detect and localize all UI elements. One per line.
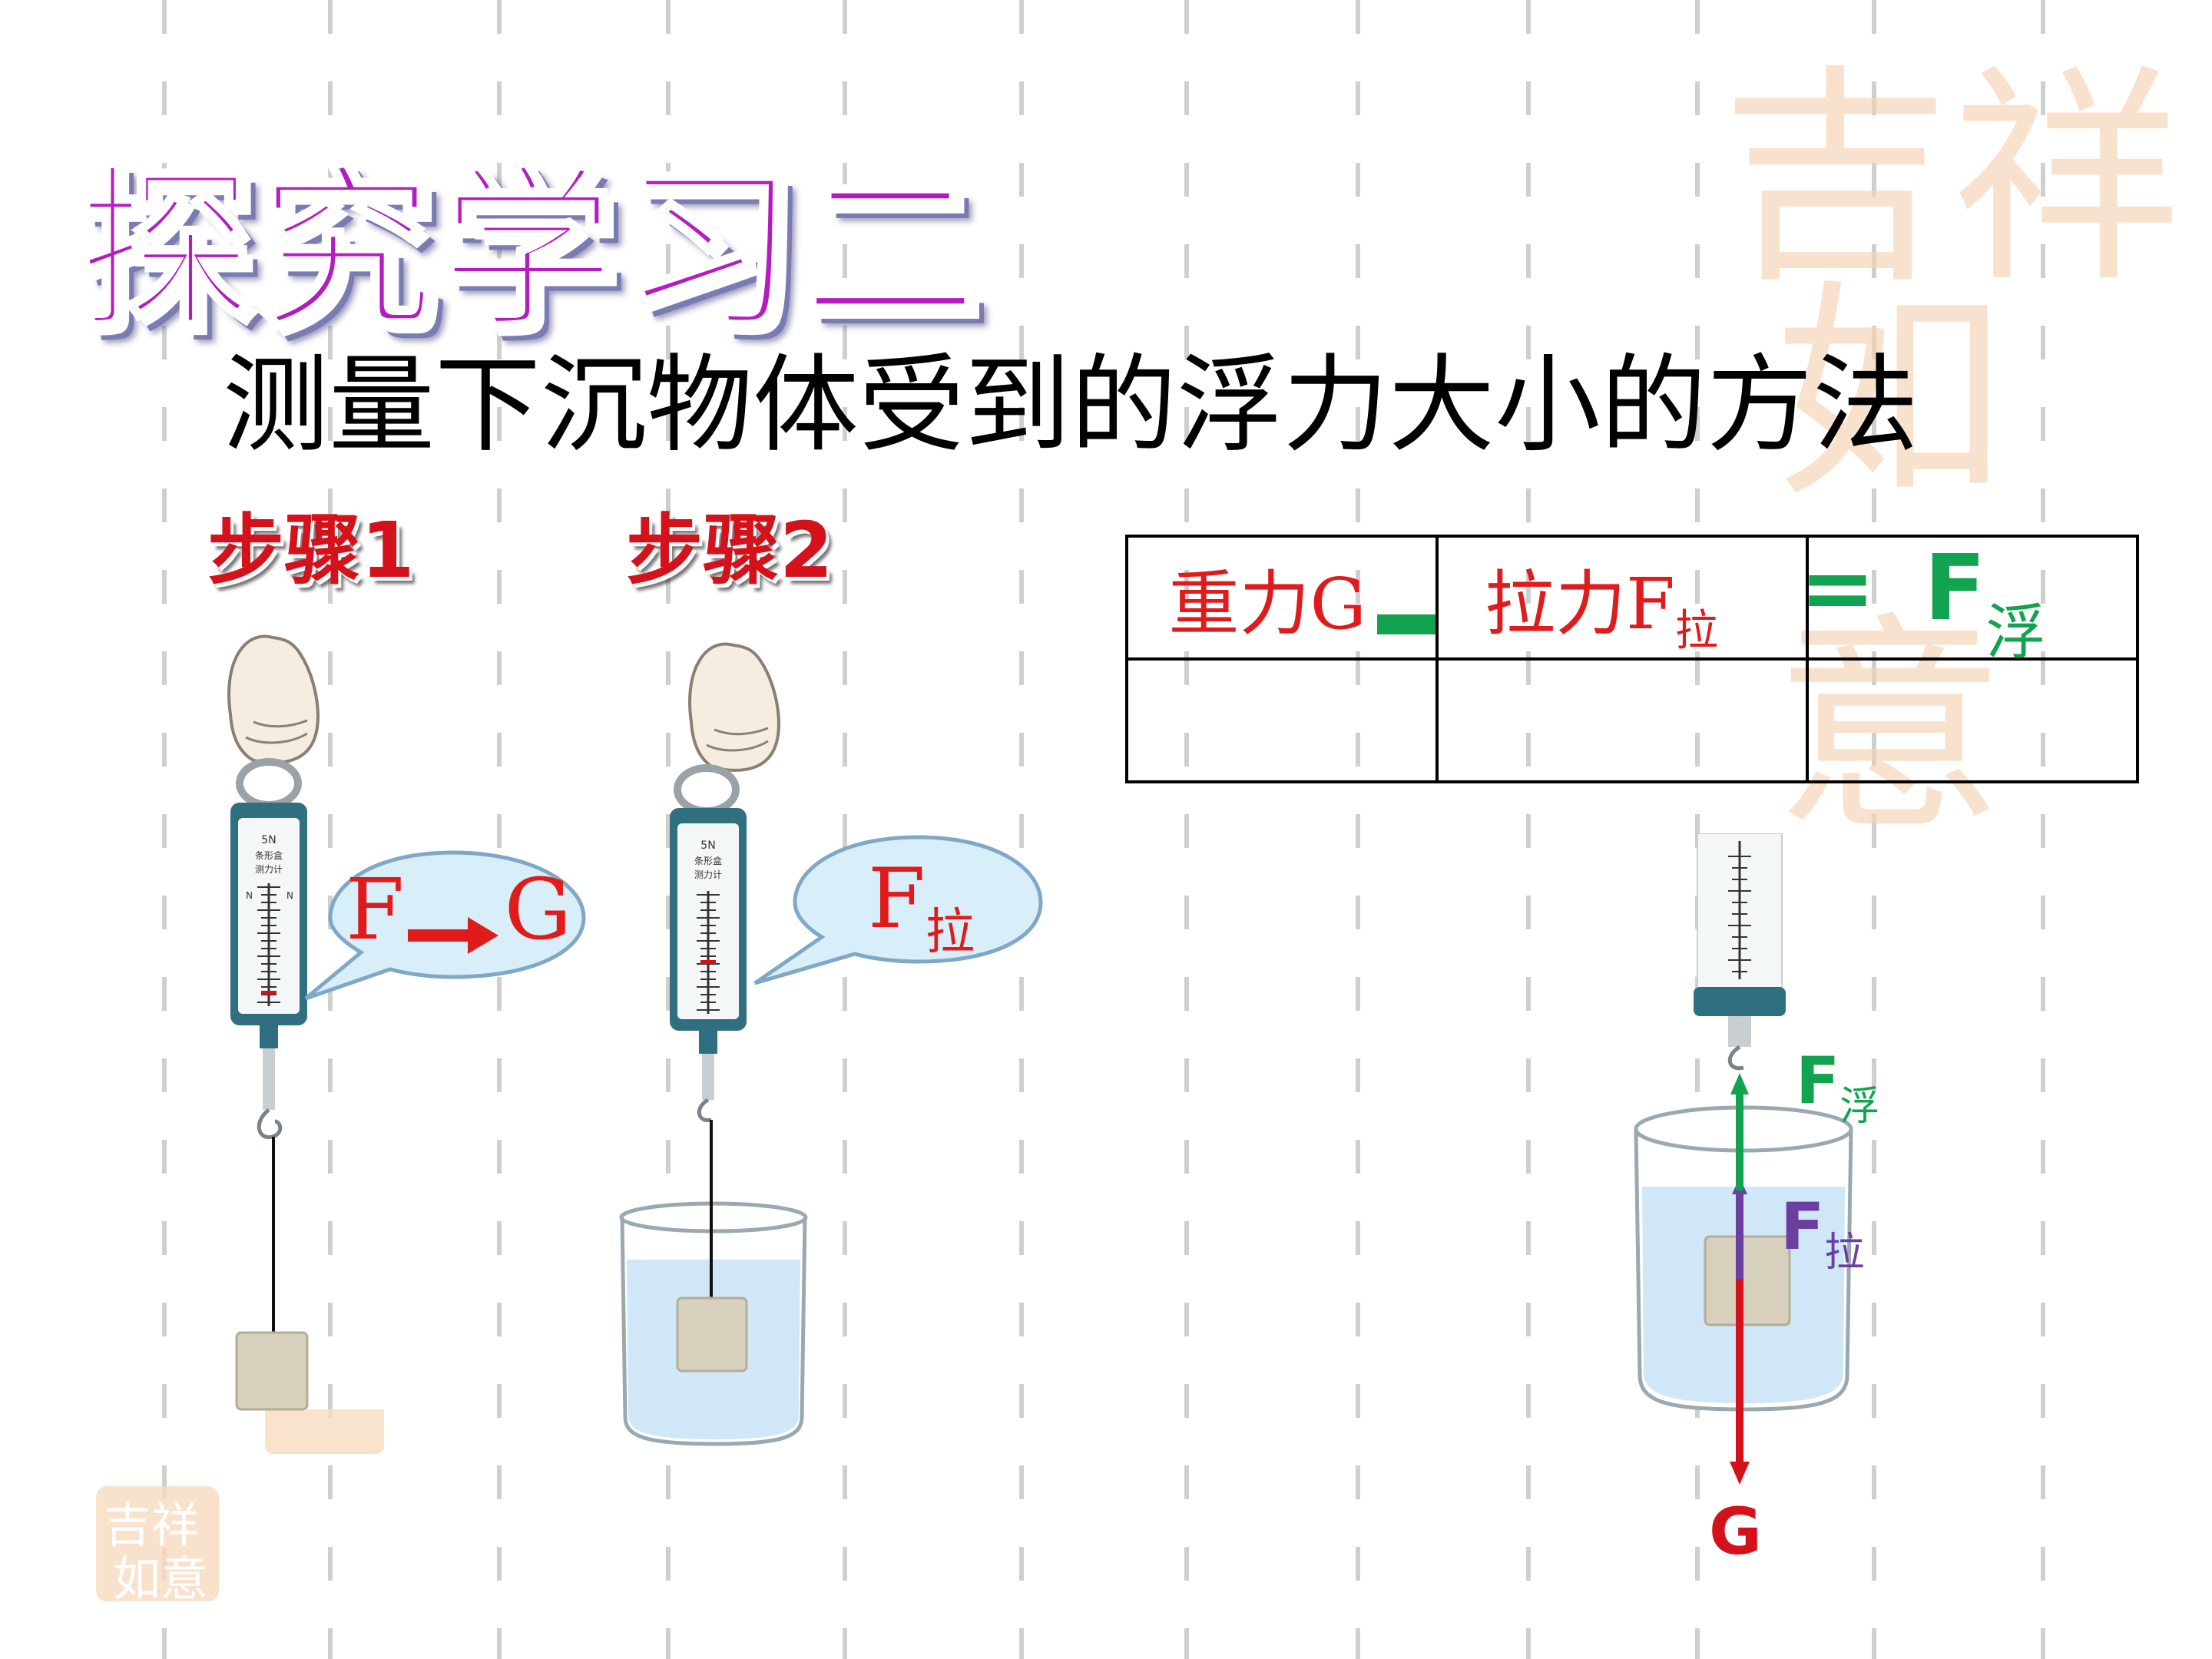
force-pull-main: F <box>1780 1189 1825 1264</box>
hand-icon <box>688 642 780 772</box>
force-buoyancy-label: F浮 <box>1796 1043 1879 1130</box>
empty-row <box>1125 657 2139 783</box>
scale-pointer <box>261 991 276 995</box>
scale-capacity-label: 5N <box>700 839 715 852</box>
scale-ticks <box>1728 856 1751 972</box>
speech-bubble-1 <box>304 850 586 1001</box>
formula-row: 重力G 拉力F拉 = F浮 <box>1125 535 2139 667</box>
scale-pointer <box>700 960 716 964</box>
page-subtitle: 测量下沉物体受到的浮力大小的方法 <box>223 343 1919 467</box>
minus-sign <box>1377 614 1435 634</box>
buoyancy-term-sub: 浮 <box>1985 598 2046 667</box>
scale-name-line1: 条形盒 <box>694 855 722 866</box>
buoyancy-term: F浮 <box>1924 535 2046 667</box>
scale-name-line2: 测力计 <box>694 869 722 880</box>
pull-term-main: 拉力F <box>1485 562 1675 645</box>
bubble-1-left: F <box>346 860 405 959</box>
watermark-text-1: 吉祥 <box>1720 45 2181 313</box>
scale-unit-left: N <box>246 890 253 901</box>
formula-cell-gravity: 重力G <box>1125 535 1439 661</box>
formula-cell-pull: 拉力F拉 <box>1435 535 1809 661</box>
force-pull-label: F拉 <box>1780 1189 1864 1276</box>
scale-ring <box>674 764 740 815</box>
force-pull-sub: 拉 <box>1824 1230 1865 1276</box>
force-diagram <box>1634 833 1853 1485</box>
weight-cylinder <box>235 1331 309 1411</box>
empty-cell-1 <box>1125 657 1439 783</box>
pull-term: 拉力F拉 <box>1485 562 1718 656</box>
small-seal-text-1: 吉祥 <box>104 1497 200 1553</box>
seal-fragment <box>265 1409 384 1454</box>
hook-icon <box>697 1098 712 1122</box>
right-arrow-icon <box>408 916 499 954</box>
hook-icon <box>1727 1045 1744 1071</box>
force-gravity-label: G <box>1709 1494 1762 1569</box>
scale-body <box>1694 987 1786 1016</box>
bubble-2-text: F拉 <box>868 851 975 961</box>
page-title: 探究学习二 <box>75 147 984 356</box>
scale-name-line1: 条形盒 <box>255 849 283 861</box>
force-buoyancy-sub: 浮 <box>1839 1084 1880 1130</box>
bubble-1-text: F G <box>346 860 571 959</box>
scale-ticks <box>257 886 280 1003</box>
formula-table: 重力G 拉力F拉 = F浮 <box>1125 535 2139 783</box>
pull-term-sub: 拉 <box>1674 605 1718 656</box>
empty-cell-3 <box>1806 657 2139 783</box>
small-seal: 吉祥 如意 <box>96 1486 219 1607</box>
hook-icon <box>257 1108 283 1140</box>
step1-illustration: 5N 条形盒 测力计 N N <box>227 634 320 1411</box>
bubble-1-right: G <box>504 860 572 959</box>
step-1-heading: 步骤1 <box>207 505 415 595</box>
bubble-2-main: F <box>868 851 926 947</box>
scale-ticks <box>697 894 720 1011</box>
step2-illustration: 5N 条形盒 测力计 <box>619 642 808 1446</box>
small-seal-text-2: 如意 <box>113 1551 209 1607</box>
bubble-2-sub: 拉 <box>925 904 975 961</box>
equals-sign: = <box>1800 535 1876 641</box>
buoyancy-term-main: F <box>1924 535 1986 641</box>
empty-cell-2 <box>1435 657 1809 783</box>
scale-capacity-label: 5N <box>261 834 276 846</box>
step-2-heading: 步骤2 <box>626 505 833 595</box>
gravity-term: 重力G <box>1168 562 1367 645</box>
formula-cell-buoyancy: = F浮 <box>1800 535 2139 667</box>
weight-cylinder <box>676 1296 748 1373</box>
scale-ring <box>236 758 302 809</box>
scale-unit-right: N <box>286 890 293 901</box>
weight-cylinder <box>1704 1235 1791 1326</box>
force-buoyancy-main: F <box>1796 1043 1840 1118</box>
scale-name-line2: 测力计 <box>255 864 283 875</box>
speech-bubble-2 <box>753 835 1043 985</box>
